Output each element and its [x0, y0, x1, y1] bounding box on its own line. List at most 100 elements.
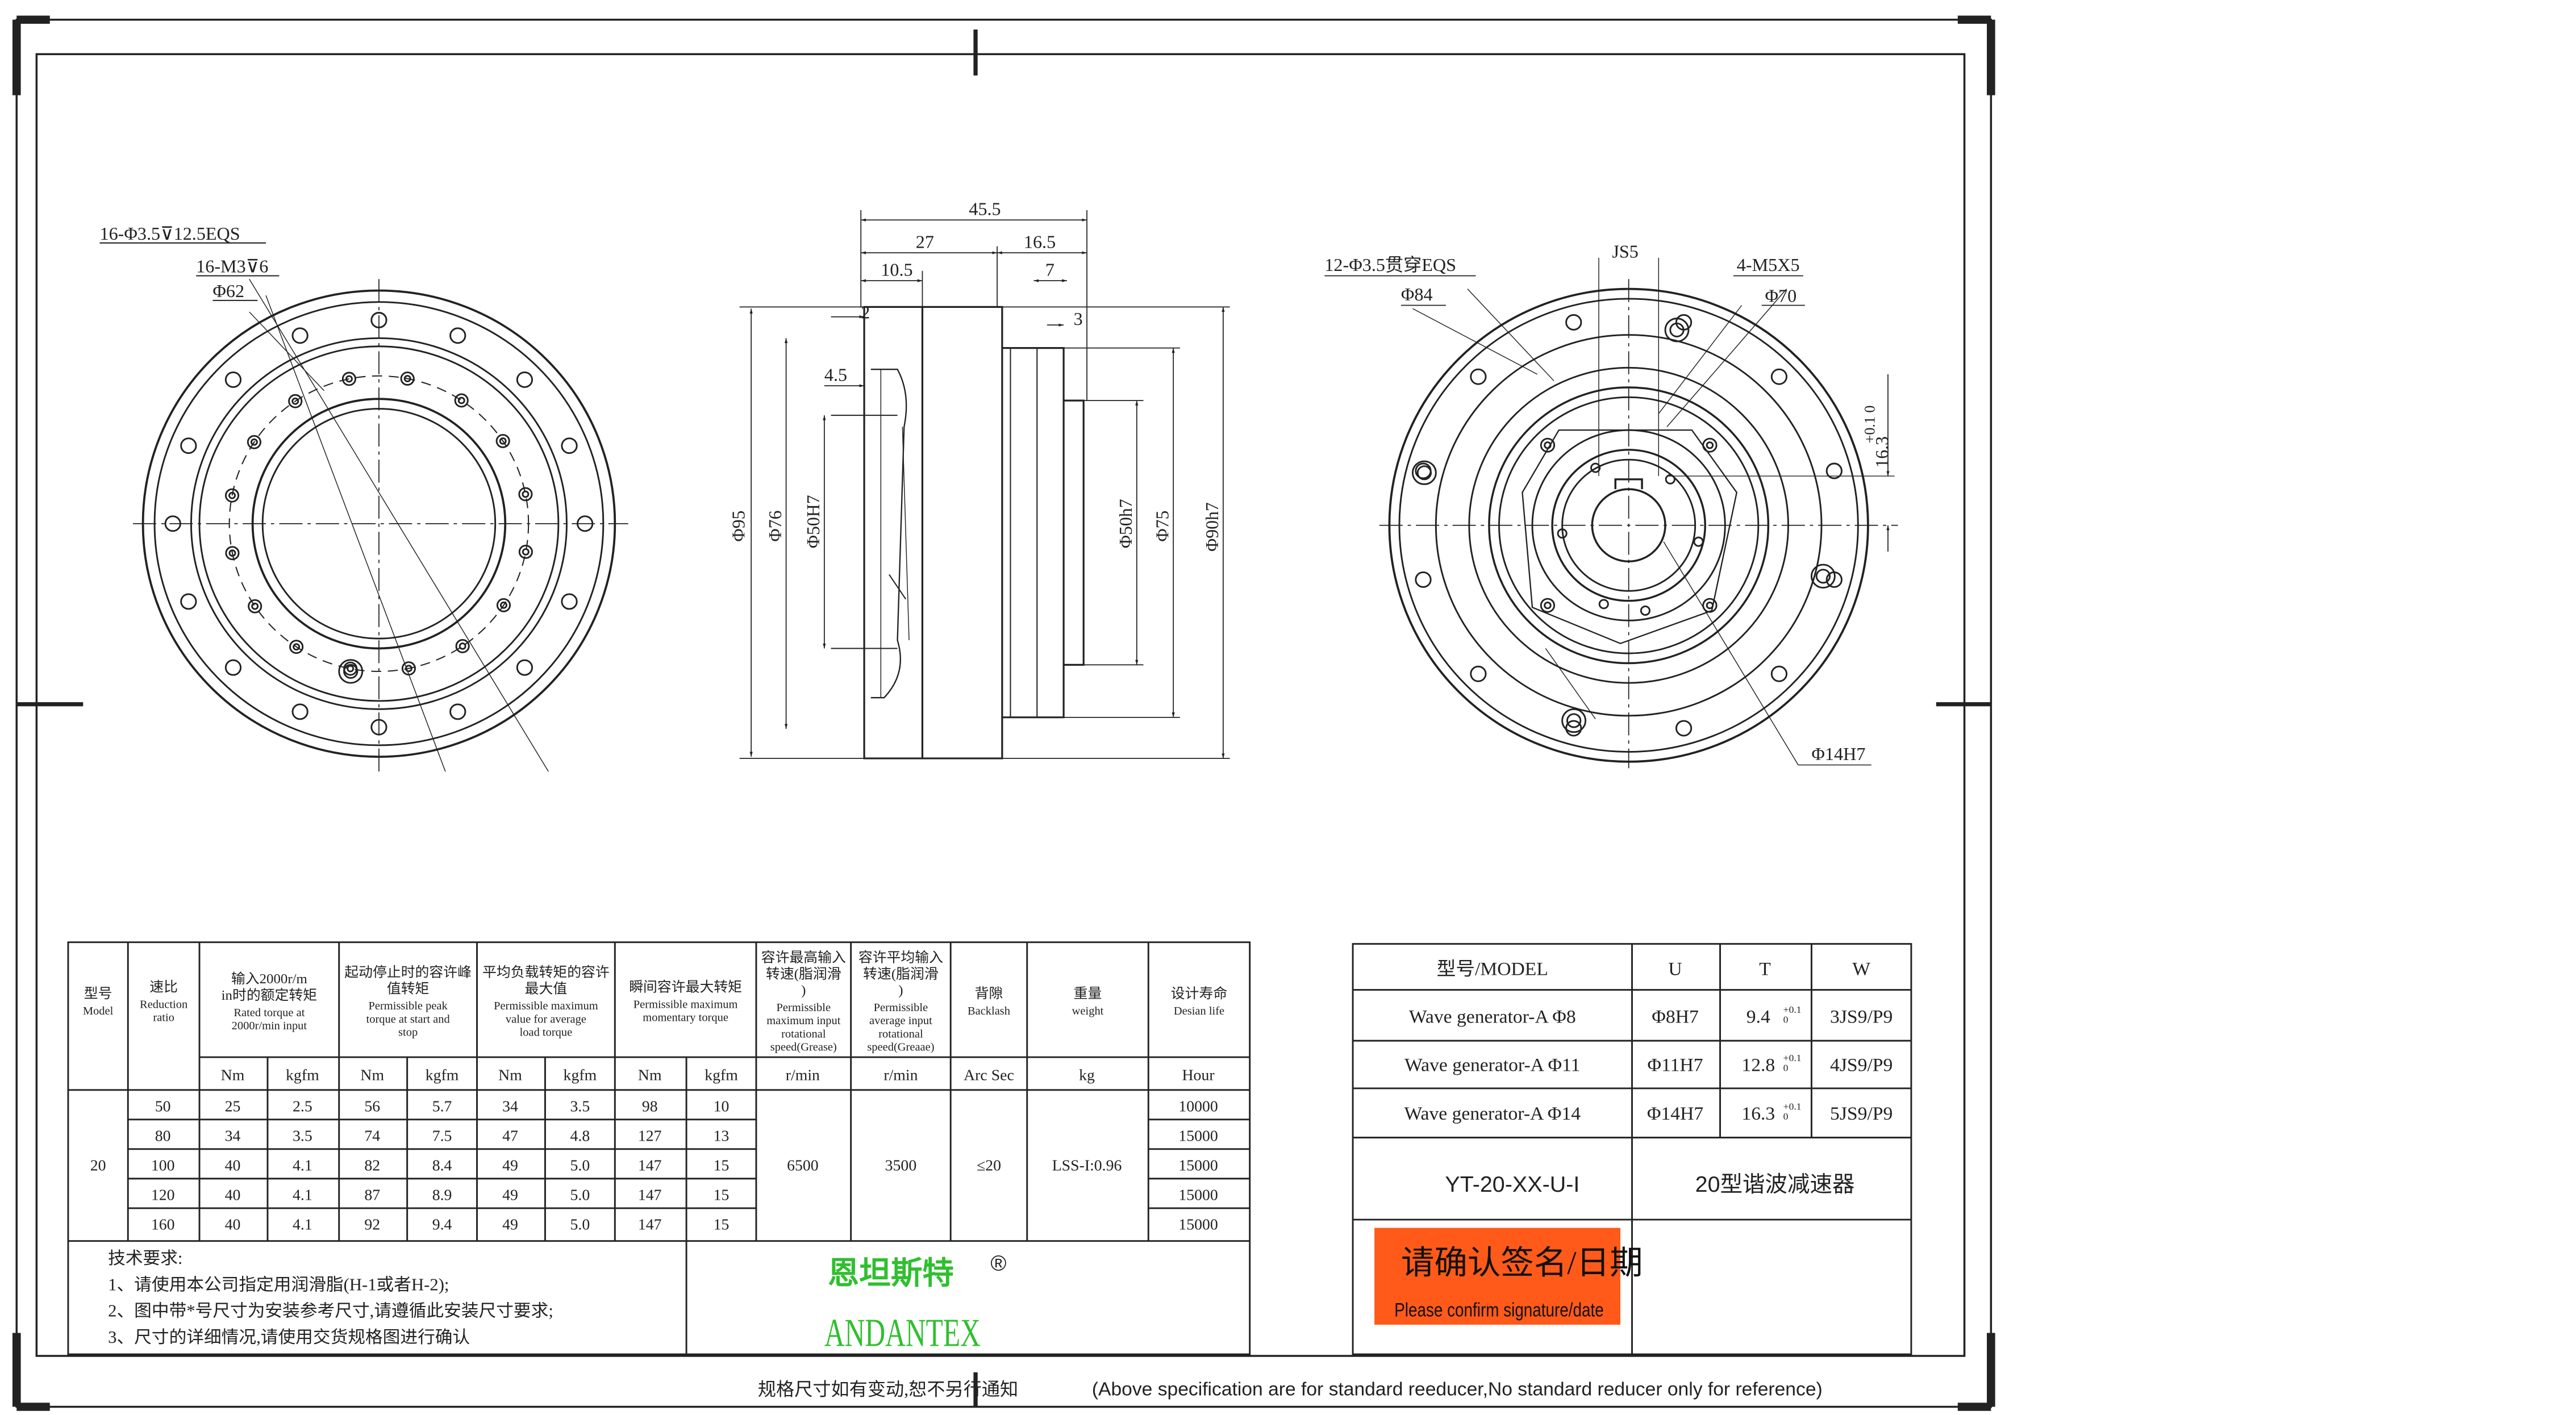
model-header-w: W	[1852, 959, 1870, 980]
spec-cell: 147	[638, 1157, 662, 1174]
dia-75: Φ75	[1152, 511, 1172, 542]
spec-header-cn: 设计寿命	[1171, 986, 1227, 1001]
spec-cell: 8.4	[432, 1157, 452, 1174]
spec-header-cn: 平均负载转矩的容许	[482, 965, 610, 980]
spec-unit: r/min	[786, 1066, 820, 1084]
spec-cell: 49	[502, 1186, 518, 1204]
rear-through-hole	[1470, 665, 1487, 682]
footer-en: (Above specification are for standard re…	[1092, 1379, 1823, 1400]
front-thread-hole	[518, 545, 533, 559]
spec-unit: kgfm	[564, 1066, 597, 1084]
label-14H7: Φ14H7	[1811, 744, 1865, 764]
front-bolt-hole	[449, 327, 466, 344]
model-w: 5JS9/P9	[1830, 1103, 1893, 1124]
spec-unit: Hour	[1182, 1066, 1214, 1084]
spec-header-cn: 容许平均输入	[858, 950, 943, 966]
spec-header-cn: 速比	[149, 979, 178, 995]
front-bolt-hole	[561, 593, 578, 610]
spec-header-cn: )	[801, 983, 806, 998]
spec-unit: r/min	[883, 1066, 918, 1084]
model-name: Wave generator-A Φ11	[1404, 1055, 1580, 1076]
spec-unit: kg	[1079, 1066, 1095, 1084]
dim-10-5: 10.5	[881, 260, 912, 280]
front-thread-hole-inner	[250, 438, 258, 446]
spec-cell: 49	[502, 1216, 518, 1233]
front-thread-hole	[225, 546, 240, 561]
spec-weight: LSS-I:0.96	[1052, 1157, 1122, 1174]
front-thread-hole	[247, 435, 261, 449]
spec-header-cn: 起动停止时的容许峰	[344, 965, 472, 980]
front-bolt-hole	[224, 659, 242, 676]
front-thread-hole-inner	[457, 396, 465, 404]
spec-header-en: Backlash	[968, 1005, 1010, 1017]
spec-cell: 56	[364, 1097, 380, 1115]
front-bolt-hole	[370, 312, 387, 328]
spec-cell: 127	[638, 1127, 662, 1145]
rear-through-hole	[1770, 665, 1788, 682]
rear-m5-hole	[1540, 598, 1556, 613]
front-bolt-hole	[449, 703, 466, 720]
spec-cell: 100	[151, 1157, 175, 1174]
front-thread-hole-inner	[228, 491, 236, 499]
model-w: 3JS9/P9	[1830, 1007, 1893, 1028]
spec-header-en: Reduction	[140, 998, 187, 1011]
model-t-tol-upper: +0.1	[1783, 1052, 1802, 1063]
spec-cell: 8.9	[432, 1186, 452, 1204]
model-t: 9.4	[1746, 1007, 1770, 1028]
front-thread-hole	[341, 372, 357, 386]
front-view	[133, 278, 628, 772]
rear-m5-hole-inner	[1706, 441, 1714, 449]
spec-unit: kgfm	[286, 1066, 319, 1084]
rear-small-hole	[1665, 474, 1675, 485]
front-thread-hole	[289, 640, 304, 654]
label-pcd: Φ62	[212, 281, 244, 301]
rear-m5-hole	[1702, 437, 1718, 453]
spec-cell: 4.1	[293, 1157, 312, 1174]
dia-95: Φ95	[728, 511, 748, 542]
spec-cell: 40	[225, 1157, 241, 1174]
spec-header-cn: 型号	[84, 986, 112, 1001]
spec-header-en: speed(Greaae)	[867, 1041, 934, 1054]
rear-small-hole	[1557, 528, 1568, 539]
spec-unit: Nm	[638, 1066, 662, 1084]
rear-small-hole	[1598, 599, 1609, 610]
front-thread-hole-inner	[291, 397, 299, 405]
footer-cn: 规格尺寸如有变动,恕不另行通知	[758, 1379, 1018, 1399]
spec-cell: 15000	[1178, 1186, 1218, 1204]
label-holes-eqs: 16-Φ3.5⊽12.5EQS	[100, 224, 240, 244]
dia-50H7: Φ50H7	[803, 495, 823, 548]
spec-header-en: Permissible peak	[368, 1000, 448, 1012]
front-thread-hole-inner	[405, 665, 412, 673]
rear-view	[1379, 257, 1898, 769]
spec-cell: 5.0	[570, 1216, 590, 1233]
tech-notes-title: 技术要求:	[108, 1249, 182, 1268]
part-number: YT-20-XX-U-I	[1445, 1172, 1579, 1197]
dim-2: 2	[861, 303, 870, 323]
label-70: Φ70	[1765, 286, 1797, 306]
model-t-tol-upper: +0.1	[1783, 1101, 1802, 1112]
side-view-labels: 45.5 27 16.5 10.5 7 2 3 4.5 Φ95 Φ76 Φ50H…	[728, 199, 1222, 552]
spec-header-cn: 重量	[1074, 986, 1102, 1001]
spec-cell: 15000	[1178, 1127, 1218, 1145]
front-thread-hole-inner	[345, 375, 353, 383]
spec-cell: 49	[502, 1157, 518, 1174]
spec-cell: 5.7	[432, 1097, 452, 1115]
rear-through-hole	[1415, 571, 1432, 588]
dim-7: 7	[1045, 260, 1054, 280]
spec-cell: 5.0	[570, 1157, 590, 1174]
spec-cell: 15	[714, 1157, 730, 1174]
rear-view-labels: 12-Φ3.5贯穿EQS JS5 4-M5X5 Φ84 Φ70 +0.1 0 1…	[1324, 242, 1892, 764]
front-bolt-hole	[224, 372, 242, 388]
dia-76: Φ76	[765, 511, 785, 542]
spec-cell: 10000	[1178, 1097, 1218, 1115]
part-name: 20型谐波减速器	[1695, 1172, 1855, 1197]
